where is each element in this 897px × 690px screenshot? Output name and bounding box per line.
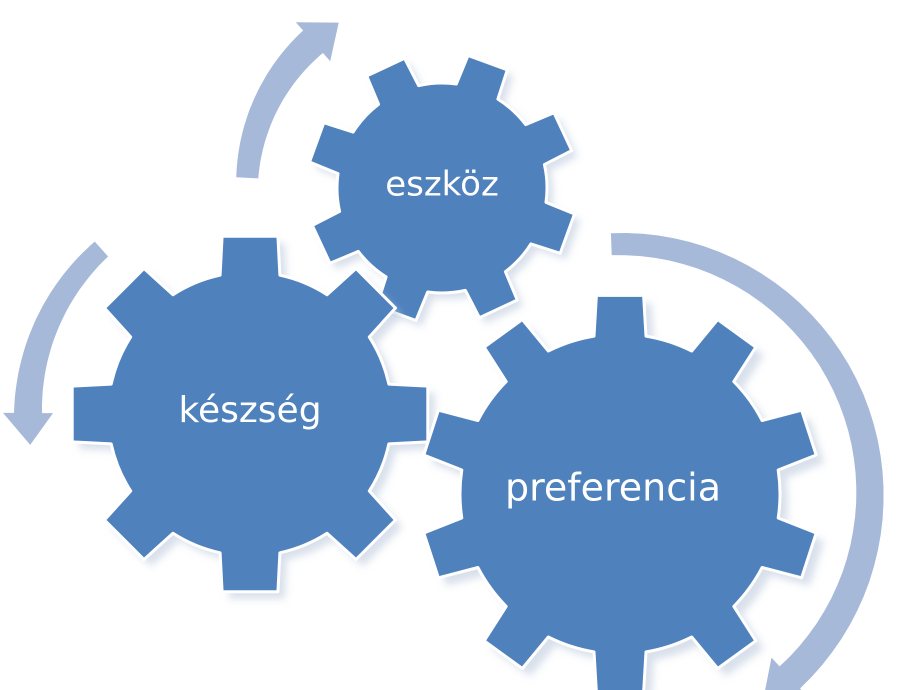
gear-preferencia: preferencia	[422, 293, 825, 690]
gear-label-preferencia: preferencia	[505, 466, 721, 510]
gear-label-keszseg: készség	[178, 390, 321, 431]
gear-label-eszkoz: eszköz	[385, 165, 499, 205]
cycle-arrow-top	[236, 22, 339, 179]
gear-keszseg: készség	[70, 234, 435, 599]
cycle-arrow-right	[610, 233, 884, 690]
cycle-arrows	[3, 22, 884, 690]
cycle-arrow-left	[3, 241, 109, 445]
gear-eszkoz: eszköz	[308, 54, 581, 327]
